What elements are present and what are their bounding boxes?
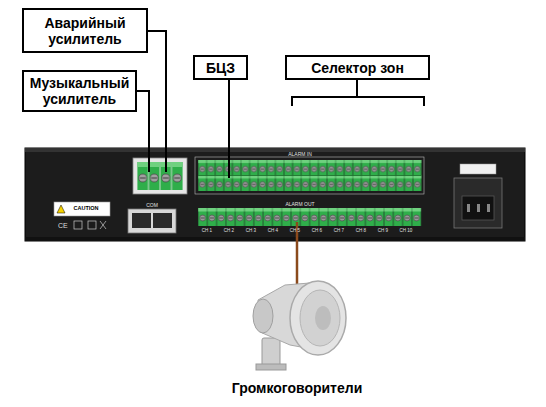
panel-marking: ALARM IN [288,152,312,157]
panel-marking: CAUTION [73,206,98,212]
label-text: БЦЗ [206,60,235,76]
label-text: Музыкальный усилитель [24,75,135,107]
panel-marking: CH 3 [246,229,256,234]
panel-marking: COM [146,203,158,208]
amplifier-label-box: Музыкальный усилитель [22,70,137,112]
panel-marking: CH 1 [202,229,212,234]
svg-text:CE: CE [58,222,68,229]
panel-marking: CH 5 [290,229,300,234]
label-text: Аварийный усилитель [24,15,146,47]
speaker-caption: Громкоговорители [232,381,363,395]
panel-marking: ALARM OUT [285,202,314,207]
panel-marking: CH 8 [356,229,366,234]
unit-label-box: БЦЗ [193,55,248,80]
panel-marking: CH 4 [268,229,278,234]
label-text: Селектор зон [311,60,404,76]
panel-marking: CH 10 [400,229,413,234]
amplifier-label-box: Аварийный усилитель [22,8,148,53]
panel-marking: CH 7 [334,229,344,234]
selector-label-box: Селектор зон [285,55,430,80]
panel-marking: CH 2 [224,229,234,234]
panel-marking: CH 9 [378,229,388,234]
panel-marking: CH 6 [312,229,322,234]
